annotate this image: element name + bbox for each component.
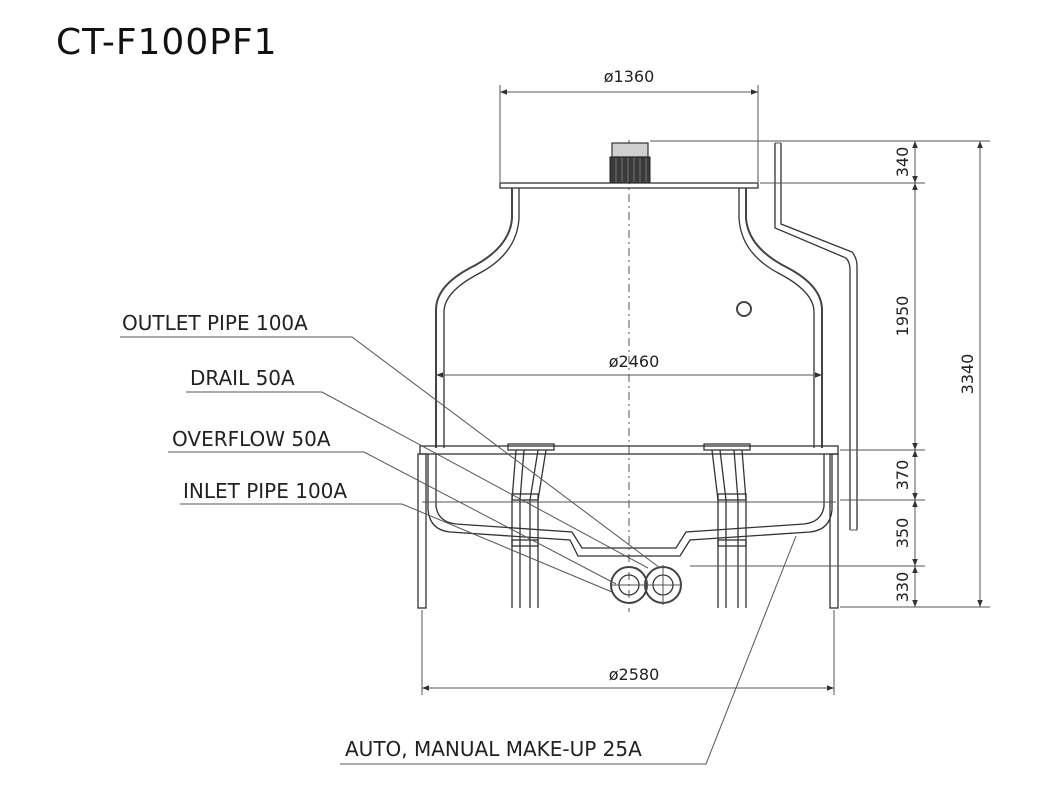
dim-base-diameter: ø2580 (421, 610, 835, 695)
dim-total-height: 3340 (958, 354, 977, 395)
dim-body-diameter: ø2460 (436, 352, 822, 378)
callout-drail: DRAIL 50A (186, 366, 649, 569)
callout-inlet-pipe: INLET PIPE 100A (180, 479, 613, 593)
top-rim (499, 182, 759, 189)
callout-overflow: OVERFLOW 50A (168, 427, 617, 585)
side-pipe (774, 142, 858, 531)
callout-overflow-text: OVERFLOW 50A (172, 427, 331, 451)
callout-makeup-text: AUTO, MANUAL MAKE-UP 25A (345, 737, 642, 761)
dim-body-diameter-text: ø2460 (609, 352, 660, 371)
dim-basin-height: 370 (893, 460, 912, 491)
dim-top-diameter: ø1360 (499, 67, 759, 182)
model-title: CT-F100PF1 (56, 22, 278, 63)
dim-fan-height: 340 (893, 147, 912, 178)
tower-body (435, 188, 823, 448)
callout-outlet-pipe-text: OUTLET PIPE 100A (122, 311, 308, 335)
callout-inlet-pipe-text: INLET PIPE 100A (183, 479, 347, 503)
dim-vertical: 340 1950 370 350 330 3340 (650, 140, 990, 608)
sight-port (736, 301, 752, 317)
callout-outlet-pipe: OUTLET PIPE 100A (120, 311, 661, 569)
dim-base-diameter-text: ø2580 (609, 665, 660, 684)
basin (419, 445, 839, 557)
dim-top-diameter-text: ø1360 (604, 67, 655, 86)
dim-lower-height: 350 (893, 518, 912, 549)
outlet-pipes (610, 565, 682, 605)
fan-motor (609, 142, 651, 184)
callout-drail-text: DRAIL 50A (190, 366, 295, 390)
support-legs (417, 443, 839, 609)
dim-body-height: 1950 (893, 296, 912, 337)
dim-leg-height: 330 (893, 572, 912, 603)
callout-makeup: AUTO, MANUAL MAKE-UP 25A (340, 535, 797, 765)
